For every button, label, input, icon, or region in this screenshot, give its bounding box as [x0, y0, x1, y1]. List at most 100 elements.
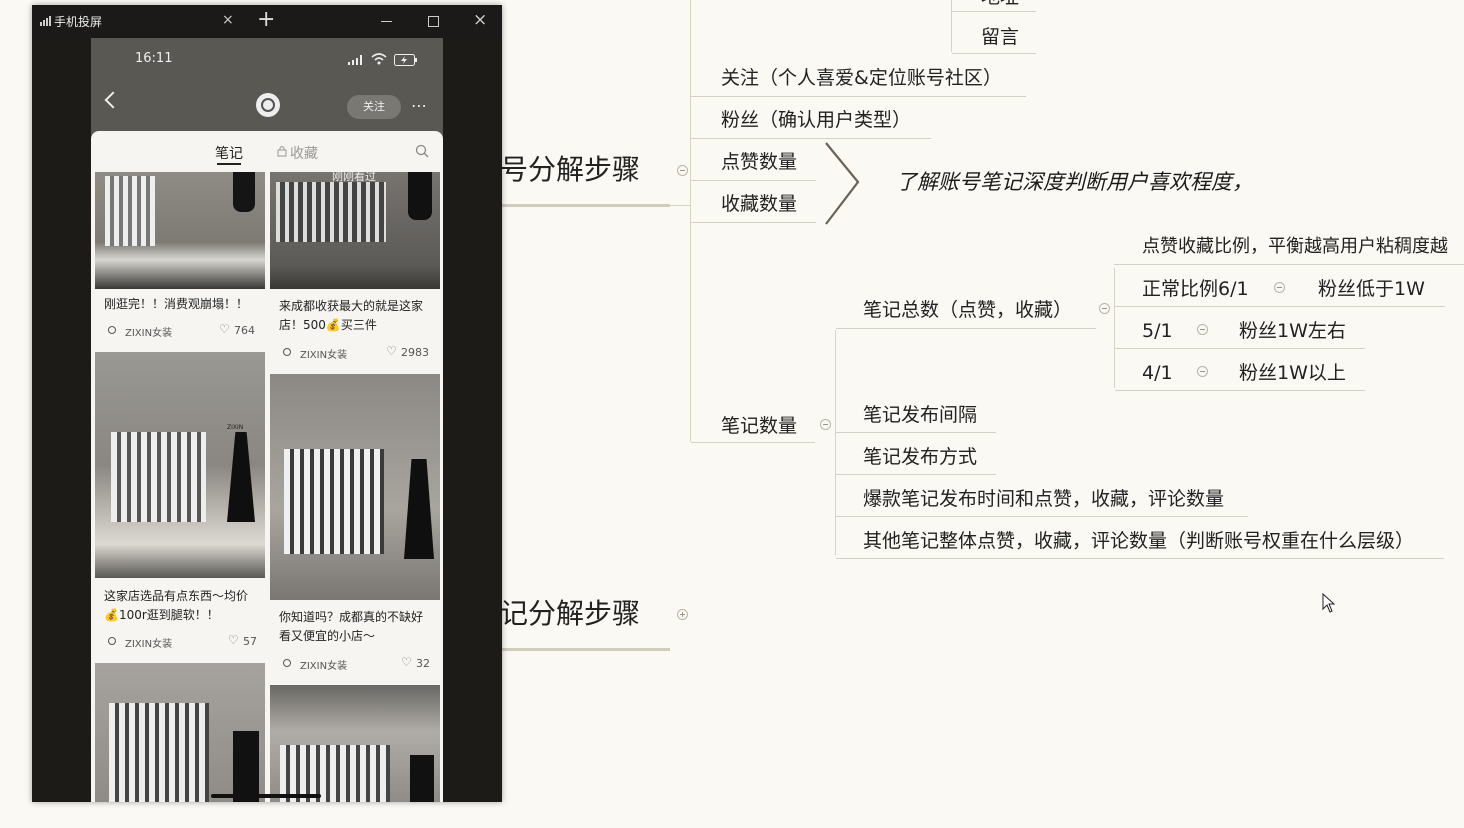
node-note-total[interactable]: 笔记总数（点赞，收藏） [863, 299, 1073, 321]
note-total-collapse-icon[interactable] [1099, 303, 1110, 314]
lock-icon [277, 146, 287, 157]
note-likes-4[interactable]: 32 [416, 657, 430, 670]
node-underline [1115, 348, 1365, 349]
note-author-1[interactable]: ZIXIN女装 [125, 328, 173, 339]
node-note-method[interactable]: 笔记发布方式 [863, 446, 978, 468]
mouse-cursor-icon [1322, 593, 1336, 613]
author-avatar-icon[interactable] [283, 348, 291, 356]
node-address[interactable]: 地址 [981, 0, 1019, 7]
node-likes-count[interactable]: 点赞数量 [721, 151, 798, 173]
home-indicator [211, 794, 321, 798]
new-tab-button[interactable]: + [257, 7, 276, 32]
heart-icon[interactable]: ♡ [228, 633, 239, 647]
note-likes-3[interactable]: 57 [243, 635, 257, 648]
node-underline [836, 432, 996, 433]
signal-bars-icon [40, 16, 51, 26]
node-underline [691, 442, 815, 443]
section-2-title[interactable]: 记分解步骤 [500, 597, 641, 630]
note-image-5[interactable] [95, 663, 265, 802]
node-favorites-count[interactable]: 收藏数量 [721, 193, 798, 215]
heart-icon[interactable]: ♡ [219, 322, 230, 336]
tab-favorites[interactable]: 收藏 [290, 146, 318, 162]
heart-icon[interactable]: ♡ [401, 655, 412, 669]
branch-connector [670, 205, 690, 206]
heart-icon[interactable]: ♡ [386, 344, 397, 358]
branch-connector [1114, 268, 1115, 388]
note-image-3[interactable]: ZIXIN [95, 352, 265, 578]
branch-connector [690, 0, 691, 442]
author-avatar-icon[interactable] [283, 659, 291, 667]
screen-mirror-window: 手机投屏 × + × 16:11 关注 ⋯ 笔记 [32, 5, 502, 802]
node-ratio-4[interactable]: 4/1 [1142, 362, 1173, 384]
tab-notes[interactable]: 笔记 [215, 146, 243, 162]
note-image-1[interactable] [95, 172, 265, 289]
more-options-icon[interactable]: ⋯ [411, 96, 428, 115]
author-avatar-icon[interactable] [108, 637, 116, 645]
window-titlebar[interactable]: 手机投屏 × + × [32, 5, 502, 38]
minimize-icon[interactable] [381, 21, 392, 22]
ratio-5-collapse-icon[interactable] [1197, 324, 1208, 335]
note-image-2[interactable]: 刚刚看过 [270, 172, 440, 289]
node-ratio-4-fans[interactable]: 粉丝1W以上 [1239, 362, 1346, 384]
follow-button[interactable]: 关注 [347, 95, 401, 119]
status-time: 16:11 [135, 51, 173, 66]
section-2-expand-icon[interactable] [677, 609, 688, 620]
node-note-interval[interactable]: 笔记发布间隔 [863, 404, 978, 426]
back-icon[interactable] [104, 91, 122, 109]
node-underline [691, 222, 816, 223]
note-image-4[interactable] [270, 374, 440, 600]
note-author-2[interactable]: ZIXIN女装 [300, 350, 348, 361]
node-underline [952, 53, 1036, 54]
window-close-icon[interactable]: × [473, 10, 488, 30]
tab-notes-indicator [217, 163, 241, 165]
node-underline [691, 180, 816, 181]
node-message[interactable]: 留言 [981, 26, 1020, 48]
phone-screen: 16:11 关注 ⋯ 笔记 收藏 [91, 38, 443, 802]
section-1-collapse-icon[interactable] [677, 165, 688, 176]
note-likes-2[interactable]: 2983 [401, 346, 429, 359]
note-title-4[interactable]: 你知道吗？成都真的不缺好看又便宜的小店～ [279, 610, 424, 643]
author-avatar-icon[interactable] [108, 326, 116, 334]
search-icon[interactable] [415, 144, 429, 158]
node-ratio-normal[interactable]: 正常比例6/1 [1142, 278, 1249, 300]
node-underline [952, 11, 1036, 12]
avatar[interactable] [256, 93, 280, 117]
wifi-icon [371, 53, 387, 65]
tab-close-icon[interactable]: × [222, 12, 234, 28]
node-note-count[interactable]: 笔记数量 [721, 415, 798, 437]
node-underline [1115, 390, 1365, 391]
bracket-annotation[interactable]: 了解账号笔记深度判断用户喜欢程度， [896, 170, 1253, 194]
section-1-underline [500, 204, 670, 207]
node-underline [836, 474, 996, 475]
node-ratio-normal-fans[interactable]: 粉丝低于1W [1318, 278, 1425, 300]
node-fans[interactable]: 粉丝（确认用户类型） [721, 109, 912, 131]
note-count-collapse-icon[interactable] [820, 419, 831, 430]
node-underline [836, 328, 1096, 329]
note-title-3[interactable]: 这家店选品有点东西～均价💰100r逛到腿软！！ [104, 589, 249, 622]
note-image-6[interactable] [270, 685, 440, 802]
note-title-2[interactable]: 来成都收获最大的就是这家店！500💰买三件 [279, 299, 424, 332]
note-author-3[interactable]: ZIXIN女装 [125, 639, 173, 650]
recently-viewed-label: 刚刚看过 [332, 172, 376, 183]
node-other-notes[interactable]: 其他笔记整体点赞，收藏，评论数量（判断账号权重在什么层级） [863, 530, 1415, 552]
node-underline [691, 96, 1026, 97]
ratio-4-collapse-icon[interactable] [1197, 366, 1208, 377]
cell-signal-icon [348, 55, 362, 65]
section-2-underline [500, 648, 670, 651]
node-follow[interactable]: 关注（个人喜爱&定位账号社区） [721, 67, 1002, 89]
node-viral-note[interactable]: 爆款笔记发布时间和点赞，收藏，评论数量 [863, 488, 1225, 510]
node-underline [1114, 264, 1464, 265]
section-1-title[interactable]: 号分解步骤 [500, 153, 641, 186]
maximize-icon[interactable] [428, 16, 439, 27]
window-title: 手机投屏 [54, 15, 103, 29]
branch-connector [835, 330, 836, 555]
node-ratio-5-fans[interactable]: 粉丝1W左右 [1239, 320, 1346, 342]
note-author-4[interactable]: ZIXIN女装 [300, 661, 348, 672]
node-underline [836, 558, 1444, 559]
note-title-1[interactable]: 刚逛完！！消费观崩塌！！ [104, 297, 249, 311]
node-ratio-5[interactable]: 5/1 [1142, 320, 1173, 342]
battery-icon [394, 54, 417, 66]
ratio-normal-collapse-icon[interactable] [1274, 282, 1285, 293]
note-likes-1[interactable]: 764 [234, 324, 255, 337]
node-ratio-title[interactable]: 点赞收藏比例，平衡越高用户粘稠度越 [1142, 236, 1448, 257]
